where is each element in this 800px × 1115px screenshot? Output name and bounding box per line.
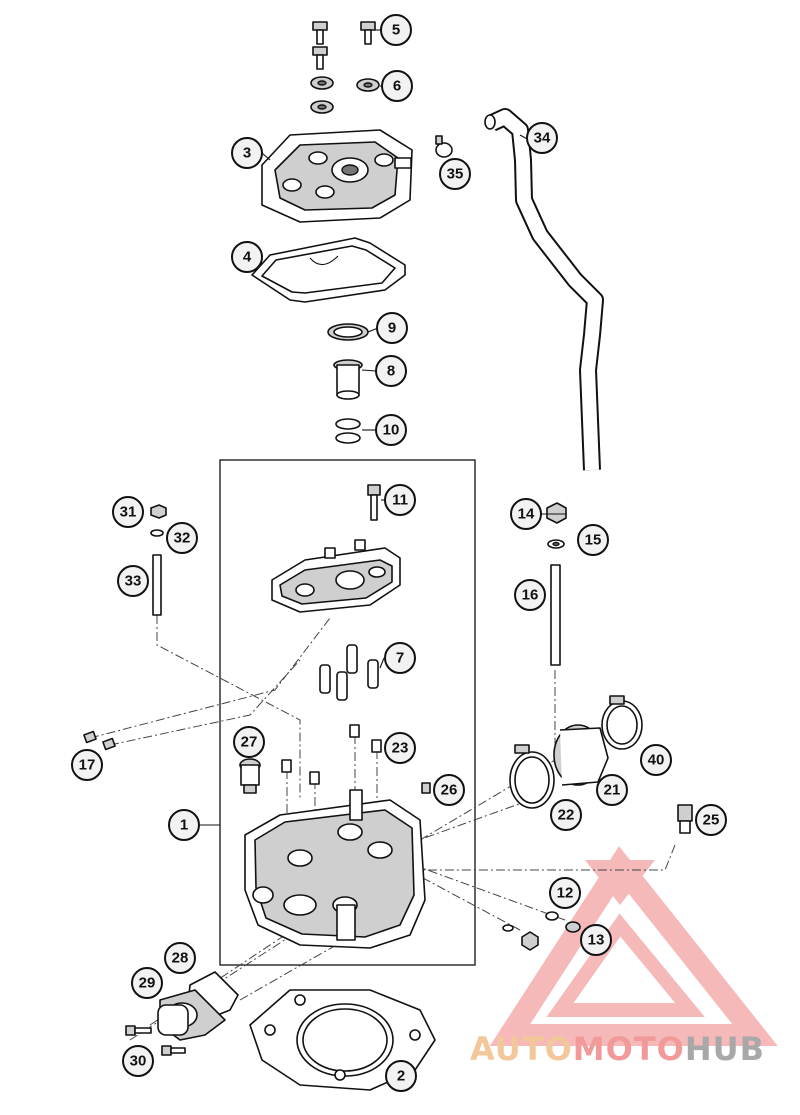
callout-6-label: 6 <box>393 78 401 95</box>
callout-3-label: 3 <box>243 145 251 162</box>
callout-4-label: 4 <box>243 249 252 266</box>
sensor-sleeve <box>239 758 261 794</box>
seal-washers <box>310 76 380 114</box>
callout-15: 15 <box>577 524 609 556</box>
cover-bolts <box>312 21 376 70</box>
exhaust-flange <box>157 971 239 1041</box>
callout-16: 16 <box>514 579 546 611</box>
screw-26 <box>421 782 431 794</box>
cover-gasket <box>251 237 406 303</box>
callout-26-label: 26 <box>441 782 458 799</box>
callout-17-label: 17 <box>79 757 96 774</box>
head-gasket <box>249 989 436 1091</box>
callout-11: 11 <box>384 484 416 516</box>
callout-28: 28 <box>164 942 196 974</box>
callout-5-label: 5 <box>392 22 400 39</box>
callout-33: 33 <box>117 565 149 597</box>
callout-40: 40 <box>640 744 672 776</box>
callout-12: 12 <box>549 877 581 909</box>
cylinder-head-frame <box>219 459 476 966</box>
callout-1: 1 <box>168 809 200 841</box>
callout-11-label: 11 <box>392 492 408 509</box>
callout-13-label: 13 <box>588 932 605 949</box>
watermark-part-moto: MOTO <box>572 1030 685 1068</box>
plug-screws <box>502 911 581 951</box>
callout-35-label: 35 <box>447 166 464 183</box>
callout-30: 30 <box>122 1045 154 1077</box>
callout-23: 23 <box>384 732 416 764</box>
screws-17 <box>83 730 116 751</box>
intake-flange <box>553 724 609 786</box>
valve-cover <box>261 129 413 223</box>
callout-17: 17 <box>71 749 103 781</box>
spark-plug-tube <box>333 359 363 400</box>
callout-14-label: 14 <box>518 506 535 523</box>
callout-14: 14 <box>510 498 542 530</box>
exhaust-bolts <box>125 1025 186 1056</box>
callout-12-label: 12 <box>557 885 574 902</box>
callout-34: 34 <box>526 122 558 154</box>
callout-27: 27 <box>233 726 265 758</box>
seal-ring <box>327 323 369 341</box>
callout-31-label: 31 <box>120 504 137 521</box>
stud-nut-washer-right <box>546 502 567 666</box>
callout-4: 4 <box>231 241 263 273</box>
callout-28-label: 28 <box>172 950 189 967</box>
callout-10: 10 <box>375 414 407 446</box>
callout-26: 26 <box>433 774 465 806</box>
callout-40-label: 40 <box>648 752 665 769</box>
callout-9: 9 <box>376 312 408 344</box>
stud-nut-washer-left <box>150 504 167 616</box>
callout-8: 8 <box>375 355 407 387</box>
breather-hose <box>484 108 604 471</box>
callout-7-label: 7 <box>396 650 404 667</box>
callout-13: 13 <box>580 924 612 956</box>
callout-10-label: 10 <box>383 422 400 439</box>
hose-clamp <box>435 135 453 158</box>
temperature-sensor <box>677 804 693 834</box>
callout-22-label: 22 <box>558 807 575 824</box>
cylinder-head <box>244 789 426 949</box>
callout-21: 21 <box>596 774 628 806</box>
callout-2-label: 2 <box>397 1068 405 1085</box>
callout-34-label: 34 <box>534 130 551 147</box>
callout-8-label: 8 <box>387 363 395 380</box>
callout-21-label: 21 <box>604 782 621 799</box>
callout-1-label: 1 <box>180 817 188 834</box>
callout-25: 25 <box>695 804 727 836</box>
intake-clamp-40 <box>601 695 643 750</box>
watermark-part-hub: HUB <box>684 1030 766 1068</box>
o-rings <box>335 418 361 444</box>
callout-33-label: 33 <box>125 573 142 590</box>
dowel-pins <box>319 644 379 701</box>
watermark-text: AUTOMOTOHUB <box>470 1030 800 1074</box>
camshaft-bearing-bridge <box>271 539 401 613</box>
callout-23-label: 23 <box>392 740 409 757</box>
watermark-logo <box>489 846 778 1046</box>
watermark-part-auto: AUTO <box>470 1030 573 1068</box>
callout-32: 32 <box>166 522 198 554</box>
callout-30-label: 30 <box>130 1053 147 1070</box>
callout-15-label: 15 <box>585 532 602 549</box>
camshaft-bearing-bolt <box>367 484 381 521</box>
callout-2: 2 <box>385 1060 417 1092</box>
intake-clamp-22 <box>509 744 555 809</box>
callout-31: 31 <box>112 496 144 528</box>
callout-7: 7 <box>384 642 416 674</box>
callout-22: 22 <box>550 799 582 831</box>
callout-35: 35 <box>439 158 471 190</box>
callout-29: 29 <box>131 967 163 999</box>
callout-27-label: 27 <box>241 734 258 751</box>
callout-25-label: 25 <box>703 812 720 829</box>
callout-5: 5 <box>380 14 412 46</box>
callout-3: 3 <box>231 137 263 169</box>
dowel-pins-23 <box>281 724 382 785</box>
callout-29-label: 29 <box>139 975 156 992</box>
callout-16-label: 16 <box>522 587 539 604</box>
callout-9-label: 9 <box>388 320 396 337</box>
callout-32-label: 32 <box>174 530 191 547</box>
callout-6: 6 <box>381 70 413 102</box>
